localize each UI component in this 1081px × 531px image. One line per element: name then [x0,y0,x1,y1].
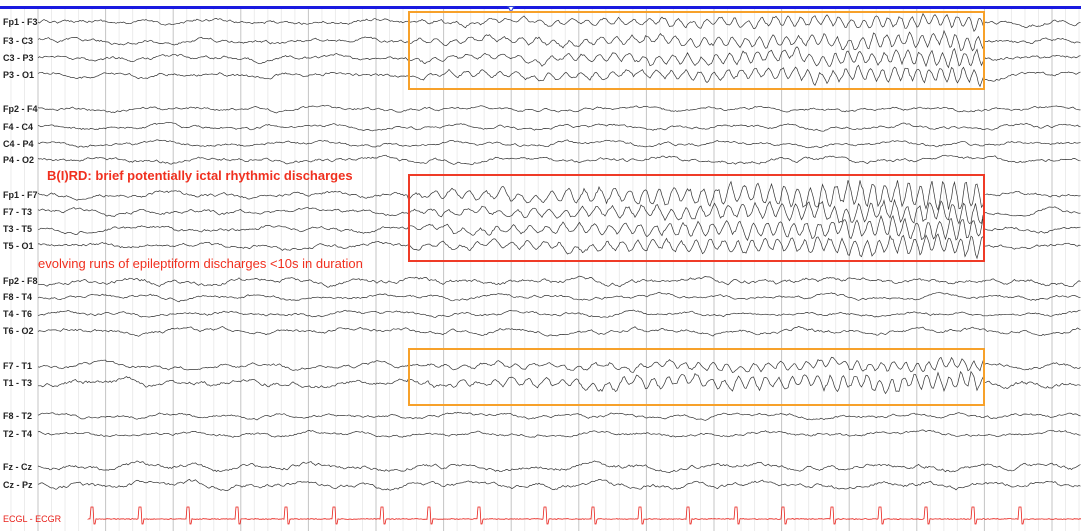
channel-label: T1 - T3 [3,378,33,388]
channel-label: T3 - T5 [3,224,33,234]
eeg-trace [37,275,1081,288]
eeg-trace [37,121,1081,132]
left-temporal-box [408,174,985,262]
channel-label: Fp2 - F4 [3,104,38,114]
eeg-trace [37,291,1081,303]
eeg-trace [37,29,1081,52]
channel-label: Fp2 - F8 [3,276,38,286]
eeg-trace [37,214,1081,242]
channel-label: F7 - T1 [3,361,33,371]
eeg-trace [37,460,1081,474]
eeg-trace [37,198,1081,225]
channel-label: F7 - T3 [3,207,33,217]
eeg-trace [37,356,1081,374]
channel-label: Fp1 - F7 [3,190,38,200]
channel-label: T2 - T4 [3,429,33,439]
ecg-channel-label: ECGL - ECGR [3,514,62,524]
channel-label: T5 - O1 [3,241,34,251]
channel-label: T4 - T6 [3,309,33,319]
channel-label: Cz - Pz [3,480,33,490]
eeg-trace [37,154,1081,166]
eeg-trace [38,370,1081,395]
eeg-trace [37,12,1081,33]
eeg-trace [37,429,1081,438]
eeg-trace [37,309,1081,318]
channel-label: C3 - P3 [3,53,34,63]
left-subtemporal-box [408,348,985,406]
eeg-trace [37,104,1081,114]
eeg-trace [38,233,1081,260]
channel-label: P3 - O1 [3,70,35,80]
annotation-title: B(I)RD: brief potentially ictal rhythmic… [47,168,353,183]
channel-label: F8 - T4 [3,292,33,302]
annotation-subtitle: evolving runs of epileptiform discharges… [38,256,363,271]
channel-label: F4 - C4 [3,122,34,132]
eeg-trace [37,180,1081,211]
channel-label: T6 - O2 [3,326,34,336]
eeg-trace [37,326,1081,337]
eeg-trace [37,478,1081,491]
channel-label: C4 - P4 [3,139,34,149]
eeg-trace [37,411,1081,421]
left-parasagittal-box [408,11,985,90]
channel-label: P4 - O2 [3,155,35,165]
eeg-trace [37,139,1081,149]
channel-label: F8 - T2 [3,411,33,421]
channel-label: F3 - C3 [3,36,34,46]
channel-label: Fp1 - F3 [3,17,38,27]
eeg-trace [37,46,1081,69]
time-cursor-marker[interactable] [507,6,515,13]
time-scrollbar[interactable] [0,6,1081,9]
ecg-trace [87,506,1081,525]
eeg-trace [37,64,1081,88]
channel-label: Fz - Cz [3,462,32,472]
